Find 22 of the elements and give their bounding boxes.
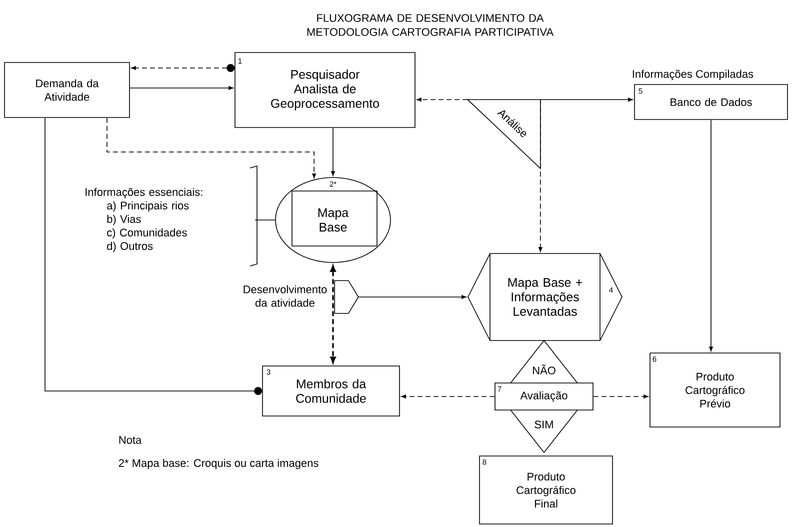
arrow	[130, 86, 234, 90]
node-label: NÃO	[533, 364, 556, 374]
arrow	[330, 265, 336, 364]
arrow	[593, 394, 648, 398]
arrow	[540, 98, 633, 102]
node-label: Informações Compiladas	[632, 70, 754, 80]
title: FLUXOGRAMA DE DESENVOLVIMENTO DA METODOLOGIA CARTOGRAFIA PARTICIPATIVA	[307, 14, 554, 36]
process-box: Demanda da Atividade	[4, 62, 130, 118]
arrow	[709, 120, 713, 352]
text-list: Informações essenciais: a) Principais rios b) Vias c) Comunidades d) Outros	[86, 165, 258, 266]
arrow	[106, 118, 316, 178]
arrow	[401, 394, 495, 398]
arrow	[416, 98, 468, 102]
arrow	[538, 99, 542, 252]
side-label: Desenvolvimento da atividade	[244, 285, 327, 307]
note-text: Nota	[119, 436, 142, 444]
arrow	[131, 64, 235, 72]
arrow	[331, 128, 335, 176]
node-label: SIM	[534, 420, 553, 428]
arrow	[358, 295, 466, 299]
note-text: 2* Mapa base: Croquis ou carta imagens	[118, 458, 318, 470]
arrow	[44, 118, 262, 395]
